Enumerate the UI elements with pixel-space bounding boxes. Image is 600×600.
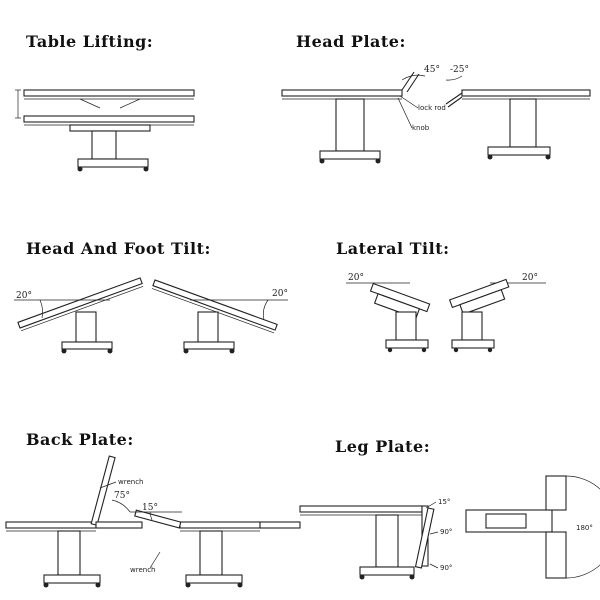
back-plate-up-angle: 75° [114,491,130,501]
leg-spread-angle: 180° [576,524,593,532]
title-table-lifting: Table Lifting: [26,32,154,51]
tilt-right-angle: 20° [272,289,288,299]
tilt-left-angle: 20° [16,291,32,301]
wrench-top-label: wrench [118,478,143,486]
leg-angle-c: 90° [440,564,452,572]
leg-angle-b: 90° [440,528,452,536]
wrench-bottom-label: wrench [130,566,155,574]
lateral-right-angle: 20° [522,273,538,283]
title-lateral-tilt: Lateral Tilt: [336,239,450,258]
knob-label: knob [412,124,430,132]
lock-rod-label: lock rod [418,104,446,112]
head-plate-down-angle: -25° [450,65,469,75]
title-leg-plate: Leg Plate: [335,437,431,456]
leg-angle-a: 15° [438,498,450,506]
lateral-left-angle: 20° [348,273,364,283]
title-head-plate: Head Plate: [296,32,406,51]
head-plate-up-angle: 45° [424,65,440,75]
back-plate-down-angle: 15° [142,503,158,513]
title-head-foot-tilt: Head And Foot Tilt: [26,239,211,258]
title-back-plate: Back Plate: [26,430,134,449]
